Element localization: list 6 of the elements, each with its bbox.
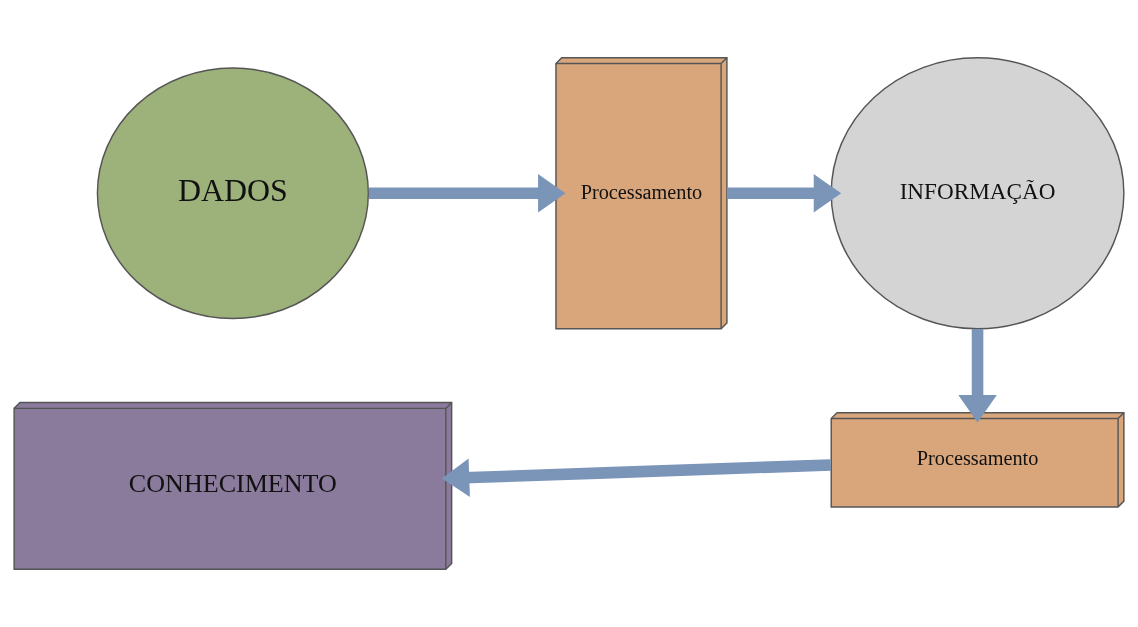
arrow	[958, 328, 997, 423]
arrow	[368, 174, 566, 213]
node-circle: INFORMAÇÃO	[830, 57, 1125, 330]
arrow	[441, 458, 831, 497]
node-circle: DADOS	[96, 67, 370, 320]
arrow	[726, 174, 842, 213]
